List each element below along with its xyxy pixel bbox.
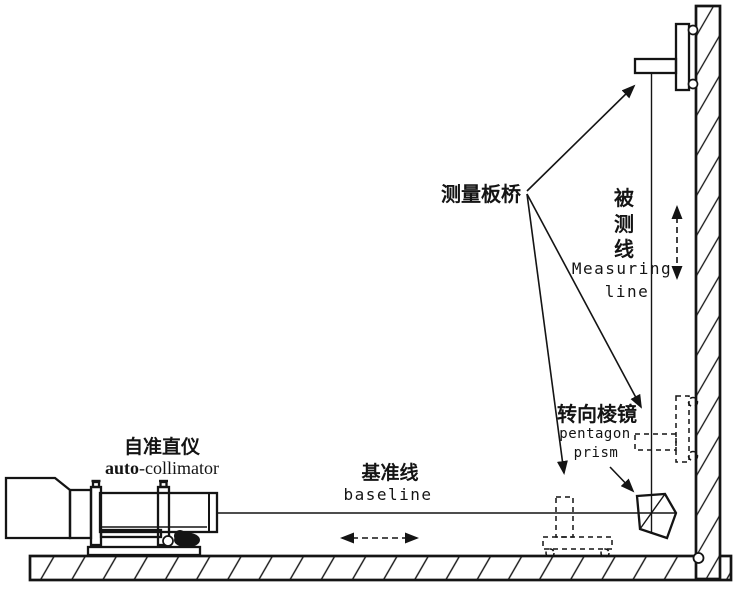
- bridge-arm-ghost: [634, 433, 677, 451]
- bridge-bolt-ghost-top: [687, 396, 699, 408]
- bridge-bolt-top: [687, 24, 699, 36]
- collimator-base-plate: [86, 545, 202, 557]
- carriage-bar: [99, 528, 163, 539]
- bridge-plate: [674, 22, 691, 92]
- bridge-pointer-floor: [526, 193, 568, 475]
- label-prism-cn: 转向棱镜: [557, 402, 637, 426]
- auto-collimator-device: [4, 476, 219, 557]
- bridge-bolt-ghost-bottom: [687, 450, 699, 462]
- floor-stand-foot-right: [600, 548, 610, 558]
- floor-stand-column-ghost: [555, 496, 574, 538]
- bridge-plate-ghost: [675, 395, 690, 463]
- bridge-bolt-bottom: [687, 78, 699, 90]
- wall-floor-joint-pin: [692, 552, 705, 564]
- floor-stand-base-ghost: [542, 536, 613, 550]
- label-prism-en-2: prism: [574, 445, 619, 461]
- adjustment-screw-left: [91, 480, 101, 489]
- adjustment-screw-right: [159, 480, 168, 489]
- label-collimator-en-rest: -collimator: [139, 458, 219, 478]
- drive-knob: [174, 532, 200, 548]
- label-collimator-en-bold: auto: [105, 458, 139, 478]
- label-prism-en-1: pentagon: [559, 426, 630, 442]
- label-baseline-en: baseline: [343, 485, 432, 504]
- prism-outline: [635, 492, 678, 540]
- floor-stand-foot-left: [545, 548, 555, 558]
- measuring-board-bridge-solid: [633, 22, 699, 92]
- bridge-arm: [633, 57, 678, 75]
- bridge-pointer-wall: [526, 193, 642, 409]
- collimator-neck: [68, 488, 93, 540]
- label-measured-line-char1: 被: [614, 186, 635, 210]
- bridge-pointer-top: [526, 84, 636, 192]
- floor-hatched-slab: [28, 554, 733, 582]
- measuring-board-bridge-dashed-floor: [542, 496, 613, 558]
- label-measuring-line-en-2: line: [605, 282, 650, 301]
- prism-reflecting-face: [639, 493, 666, 530]
- carriage-wheel: [162, 535, 174, 547]
- label-measured-line-char2: 测: [614, 212, 634, 236]
- wall-hatched-slab: [694, 4, 722, 581]
- pentagon-prism-shape: [635, 492, 678, 540]
- collimator-eyepiece-housing: [4, 476, 72, 540]
- measuring-board-bridge-dashed-wall: [634, 395, 699, 463]
- label-measuring-line-en-1: Measuring: [572, 259, 672, 278]
- label-baseline-cn: 基准线: [360, 461, 418, 484]
- label-measured-line-char3: 线: [614, 237, 634, 261]
- label-collimator-en: auto-collimator: [105, 458, 219, 478]
- label-collimator-cn: 自准直仪: [124, 435, 201, 458]
- collimator-tube: [98, 491, 219, 534]
- prism-pointer: [609, 466, 635, 493]
- label-bridge-cn: 测量板桥: [441, 182, 522, 206]
